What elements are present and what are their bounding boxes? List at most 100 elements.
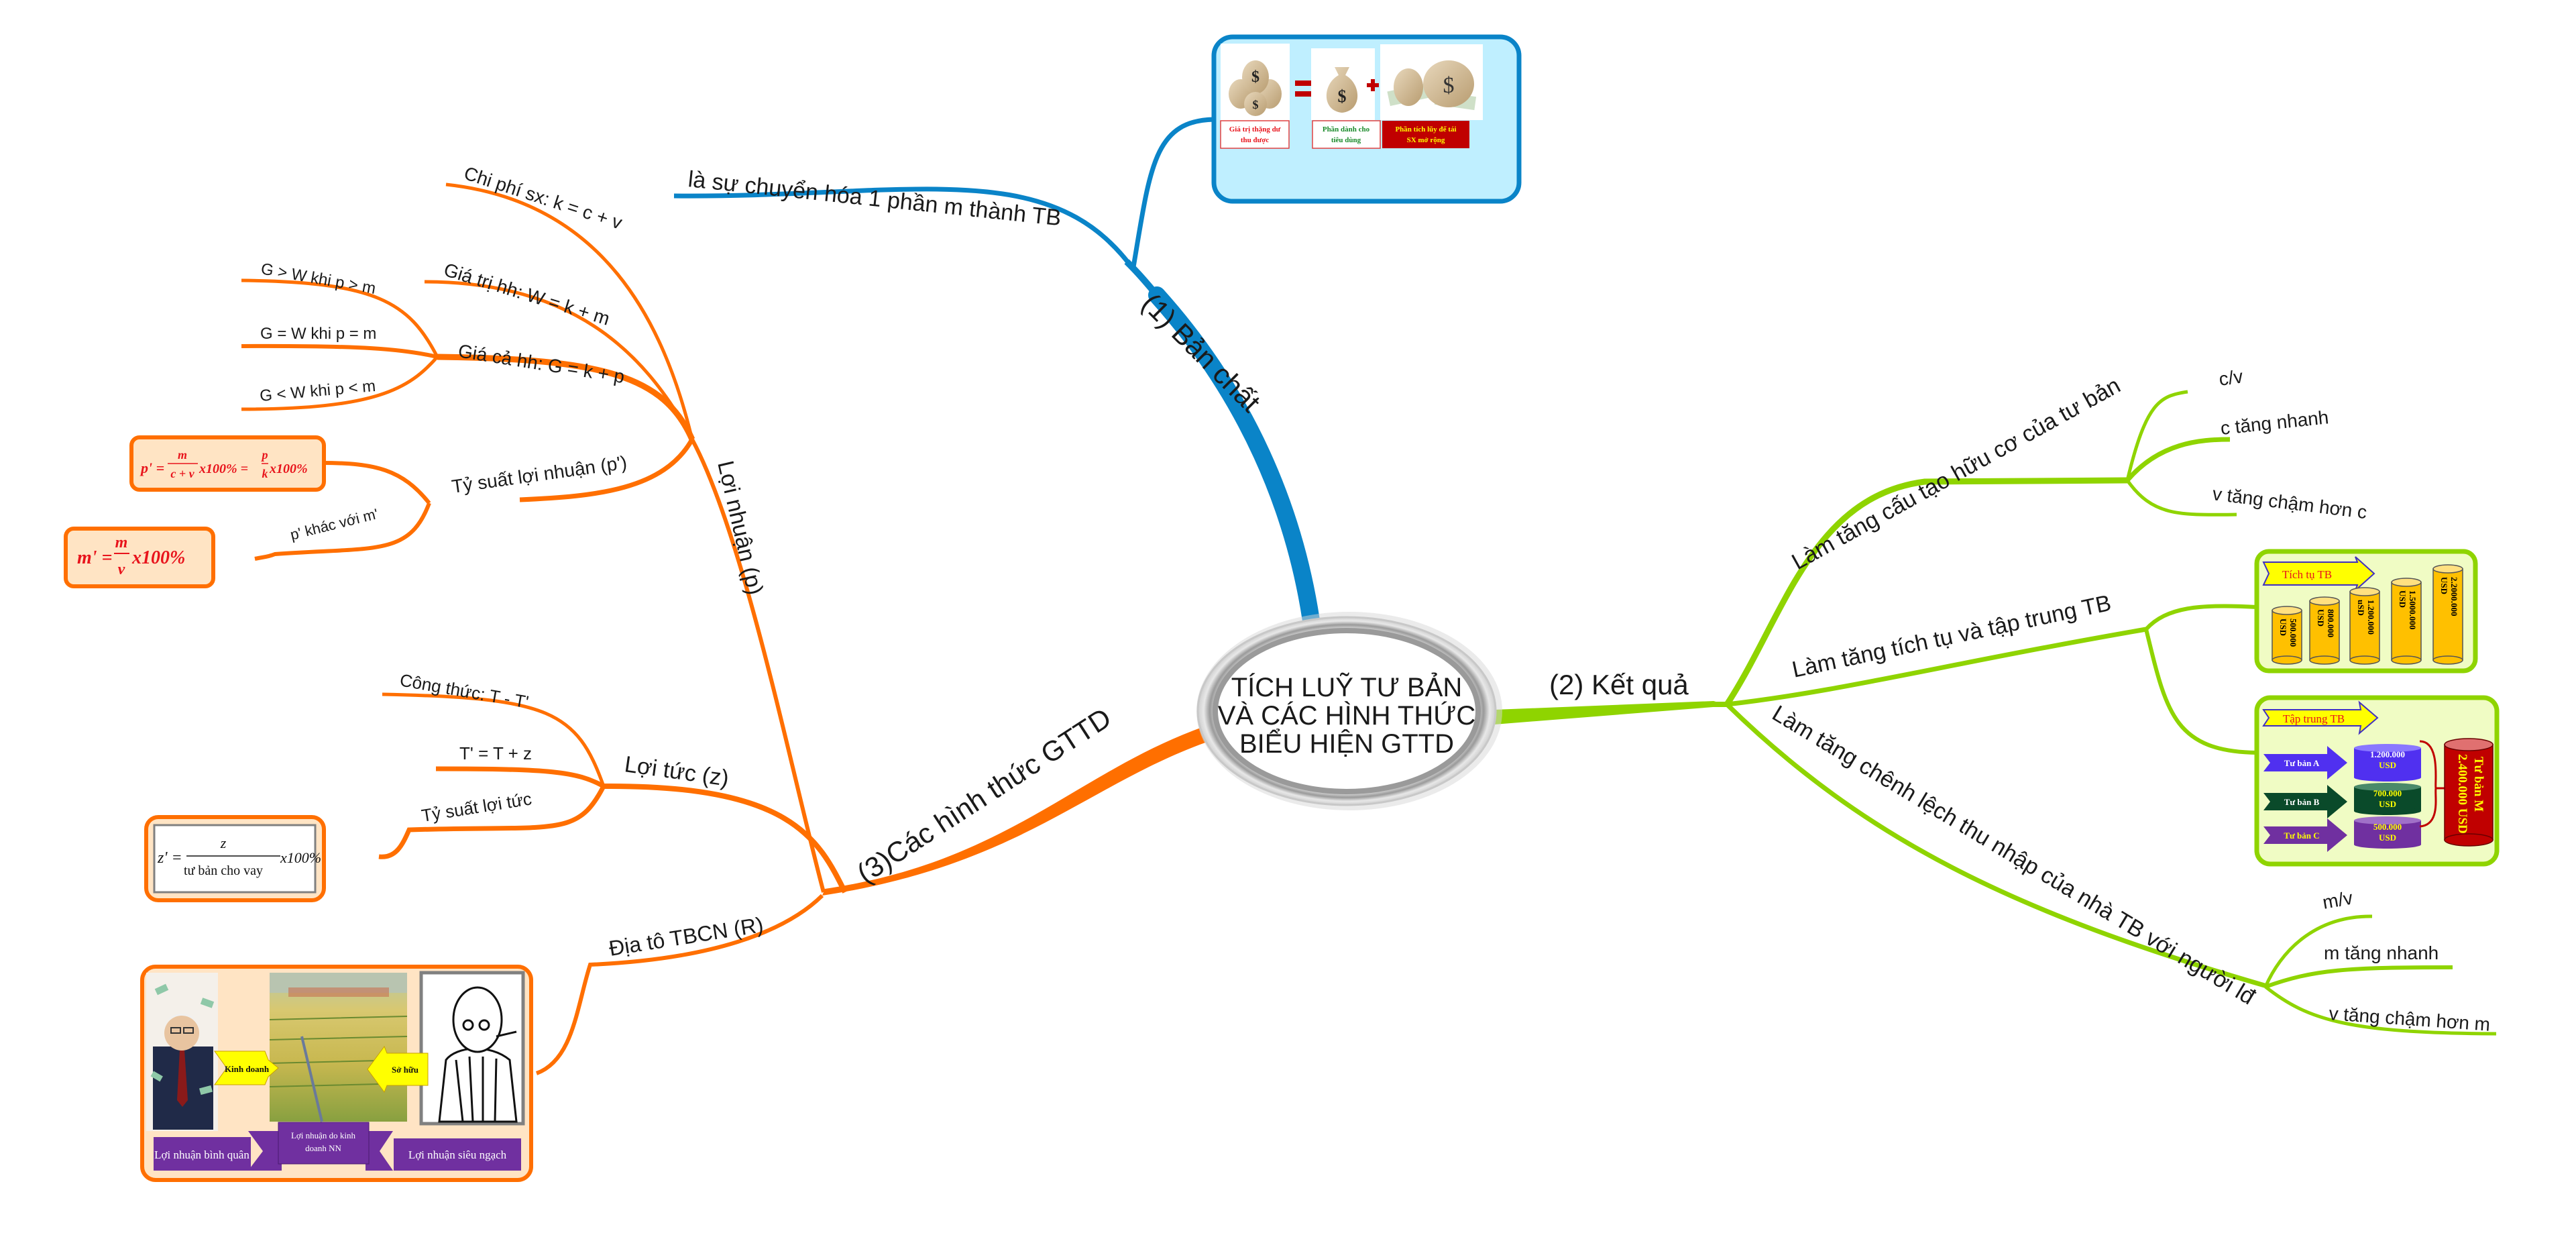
svg-text:$: $ bbox=[1338, 87, 1347, 106]
profit-rate-line bbox=[519, 438, 695, 502]
svg-text:x100% =: x100% = bbox=[199, 462, 248, 476]
accumulation-caption-2: SX mở rộng bbox=[1407, 136, 1445, 144]
central-topic[interactable]: TÍCH LUỸ TƯ BẢN VÀ CÁC HÌNH THỨC BIỂU HI… bbox=[1196, 612, 1502, 810]
v-slow-line bbox=[2125, 479, 2237, 517]
rent-line bbox=[535, 894, 824, 1075]
svg-text:m' =: m' = bbox=[77, 547, 113, 568]
price-child-eq: G = W khi p = m bbox=[260, 325, 376, 343]
profit-child-price: Giá cả hh: G = k + p bbox=[457, 340, 626, 387]
capital-source-name: Tư bản B bbox=[2284, 797, 2320, 807]
capital-source-arrow bbox=[2263, 746, 2347, 780]
price-eq-line bbox=[241, 343, 438, 359]
cylinder-unit: uSD bbox=[2356, 600, 2366, 616]
cylinder-value: 1.5000.000 bbox=[2408, 590, 2418, 630]
businessman-image bbox=[146, 973, 218, 1131]
accumulation-arrow: Tích tụ TB bbox=[2262, 556, 2375, 591]
organic-child-cv: c/v bbox=[2218, 366, 2245, 390]
svg-text:z: z bbox=[220, 835, 227, 851]
money-bags-cash-icon: $ bbox=[1387, 60, 1477, 111]
branch-1-label: (1) Bản chất bbox=[1136, 287, 1267, 418]
capital-m-value: 2.400.000 USD bbox=[2455, 754, 2469, 834]
m-fast-line bbox=[2264, 965, 2453, 989]
interest-formula-line bbox=[382, 692, 606, 787]
svg-text:Lợi nhuận siêu ngạch: Lợi nhuận siêu ngạch bbox=[408, 1148, 507, 1161]
money-bag-icon: $ bbox=[1326, 67, 1358, 113]
consumption-caption-1: Phần dành cho bbox=[1323, 125, 1370, 133]
svg-text:x100%: x100% bbox=[269, 462, 308, 476]
formula-interest-rate-box: z' = z tư bản cho vay x100% bbox=[144, 815, 326, 902]
interest-child-formula: Công thức: T - T' bbox=[398, 669, 530, 712]
svg-text:x100%: x100% bbox=[131, 547, 185, 568]
banner-average-profit: Lợi nhuận bình quân bbox=[154, 1137, 251, 1171]
svg-text:Tập trung TB: Tập trung TB bbox=[2283, 712, 2345, 725]
capital-source-unit: USD bbox=[2379, 760, 2396, 770]
income-child-mv: m/v bbox=[2321, 888, 2355, 913]
equals-icon bbox=[1295, 80, 1318, 97]
price-line bbox=[437, 354, 695, 441]
price-child-gt: G > W khi p > m bbox=[260, 260, 377, 298]
cylinder-unit: USD bbox=[2316, 609, 2326, 627]
surplus-value-caption-1: Giá trị thặng dư bbox=[1229, 125, 1281, 133]
capital-source-value: 700.000 bbox=[2373, 788, 2402, 798]
cylinder-unit: USD bbox=[2439, 577, 2449, 594]
svg-text:p' =: p' = bbox=[139, 460, 164, 476]
concentration-line bbox=[1726, 627, 2147, 707]
branch-2-label: (2) Kết quả bbox=[1549, 669, 1689, 700]
cv-line bbox=[2125, 390, 2188, 481]
cylinder-unit: USD bbox=[2398, 590, 2408, 608]
capital-source-arrow bbox=[2263, 818, 2347, 852]
interest-rate-line bbox=[378, 785, 606, 859]
surplus-value-image-box: $ $ Giá trị thặng dư thu được $ Phần dàn… bbox=[1211, 34, 1522, 204]
price-lt-line bbox=[241, 356, 439, 411]
ownership-arrow: Sở hữu bbox=[367, 1045, 429, 1093]
svg-text:Tích tụ TB: Tích tụ TB bbox=[2282, 568, 2332, 581]
business-arrow: Kinh doanh bbox=[214, 1051, 279, 1085]
svg-text:$: $ bbox=[1251, 68, 1259, 86]
capital-source-name: Tư bản A bbox=[2284, 758, 2320, 768]
svg-text:Kinh doanh: Kinh doanh bbox=[225, 1064, 270, 1074]
svg-text:x100%: x100% bbox=[280, 849, 321, 866]
rice-field-image bbox=[269, 973, 408, 1122]
rent-image-box: Kinh doanh Sở hữu Lợi nhuận bình quân Lợ… bbox=[140, 965, 533, 1182]
svg-text:$: $ bbox=[1253, 98, 1259, 111]
svg-text:m: m bbox=[178, 448, 187, 462]
capital-source-value: 500.000 bbox=[2373, 822, 2402, 832]
formula-profit-rate-box: p' = m c + v x100% = p k x100% bbox=[129, 435, 326, 492]
svg-text:$: $ bbox=[1443, 73, 1455, 98]
interest-sum-line bbox=[435, 766, 605, 789]
rate-diff-label: p' khác với m' bbox=[288, 505, 380, 543]
branch-1-main-line bbox=[1148, 286, 1320, 629]
cylinder-value: 1.200.000 bbox=[2366, 600, 2376, 635]
svg-text:p: p bbox=[261, 448, 268, 462]
central-ring-inner bbox=[1213, 628, 1481, 794]
c-fast-line bbox=[2125, 437, 2231, 482]
price-gt-line bbox=[241, 278, 439, 358]
svg-text:Lợi nhuận do kinh: Lợi nhuận do kinh bbox=[291, 1130, 356, 1140]
interest-line bbox=[603, 783, 848, 894]
cylinder-unit: USD bbox=[2278, 619, 2288, 636]
organic-composition-label: Làm tăng cấu tạo hữu cơ của tư bản bbox=[1787, 372, 2125, 575]
concentration-arrow: Tập trung TB bbox=[2262, 700, 2379, 735]
svg-text:v: v bbox=[118, 561, 125, 578]
income-child-m-fast: m tăng nhanh bbox=[2324, 943, 2439, 963]
profit-child-cost: Chi phí sx: k = c + v bbox=[461, 162, 624, 233]
capital-m-name: Tư bản M bbox=[2471, 757, 2485, 812]
capital-source-name: Tư bản C bbox=[2284, 830, 2319, 841]
capital-source-value: 1.200.000 bbox=[2370, 749, 2405, 759]
cylinder-value: 2.2000.000 bbox=[2449, 577, 2459, 616]
plus-icon bbox=[1367, 79, 1379, 91]
capital-source-unit: USD bbox=[2379, 833, 2396, 843]
central-title-line-2: VÀ CÁC HÌNH THỨC bbox=[1218, 700, 1476, 731]
svg-text:Lợi nhuận bình quân: Lợi nhuận bình quân bbox=[154, 1148, 249, 1161]
rate-diff-line bbox=[254, 502, 431, 561]
cylinder-value: 800.000 bbox=[2326, 609, 2336, 637]
svg-text:c + v: c + v bbox=[170, 467, 194, 480]
